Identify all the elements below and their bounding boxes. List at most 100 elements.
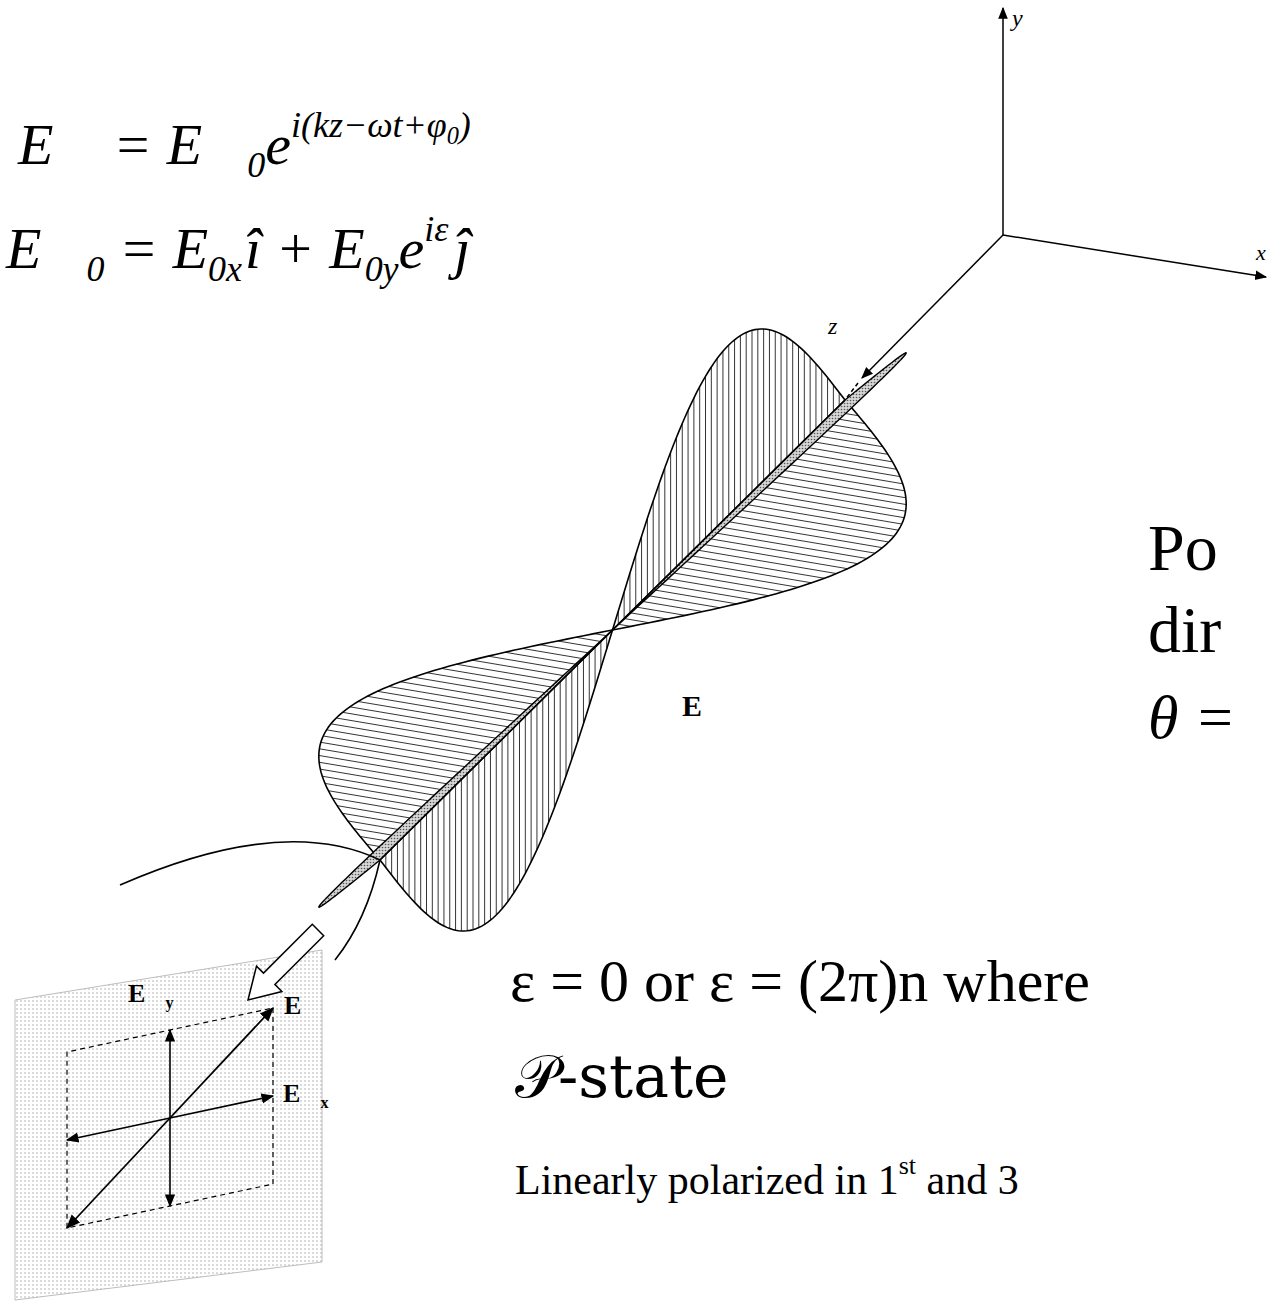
- hatch-line: [636, 607, 685, 615]
- equation-line: E⃗0= E0xî + E0yeiεĵ: [6, 208, 470, 291]
- hatch-line: [723, 521, 883, 548]
- hatch-line: [432, 808, 433, 918]
- tail-curve: [120, 842, 380, 885]
- hatch-line: [752, 492, 904, 518]
- hatch-line: [496, 745, 497, 915]
- hatch-line: [331, 724, 491, 751]
- hatch-line: [358, 701, 514, 727]
- hatch-line: [688, 555, 824, 578]
- slide-text: Linearly polarized in 1: [515, 1157, 899, 1203]
- propagation-axis: [380, 400, 845, 860]
- hatch-line: [624, 619, 649, 623]
- hatch-line: [659, 584, 753, 600]
- hatch-line: [630, 613, 667, 619]
- hatch-line: [505, 652, 578, 664]
- hatch-line: [682, 561, 811, 583]
- hatch-line: [319, 762, 455, 785]
- slide-text: 𝒫-state: [515, 1040, 729, 1112]
- hatch-line: [833, 385, 834, 412]
- hatch-line: [385, 854, 386, 867]
- equation-term: E⃗: [6, 216, 87, 281]
- hatch-line: [583, 659, 584, 724]
- hatch-line: [576, 637, 601, 641]
- tail-curve: [335, 860, 380, 960]
- hatch-line: [653, 501, 654, 590]
- hatch-line: [815, 364, 816, 429]
- hatch-line: [484, 757, 485, 925]
- hatch-line: [427, 673, 549, 694]
- equation-line: E⃗ = E⃗0ei(kz−ωt+φ0): [18, 104, 471, 187]
- hatch-line: [536, 705, 537, 850]
- hollow-arrow: [248, 924, 324, 1000]
- vector-label: E⃗x: [283, 1078, 329, 1112]
- hatch-line: [711, 367, 712, 532]
- hatch-line: [319, 749, 467, 774]
- hatch-line: [426, 814, 427, 914]
- slide-text: and 3: [927, 1157, 1019, 1203]
- wave: [319, 329, 906, 931]
- hatch-line: [629, 573, 630, 613]
- hatch-line: [589, 653, 590, 706]
- hatch-line: [757, 329, 758, 486]
- hatch-line: [775, 331, 776, 469]
- hatch-line: [336, 718, 496, 745]
- axis-label: y: [1012, 4, 1023, 33]
- hatch-line: [763, 329, 764, 480]
- hatch-line: [456, 664, 560, 682]
- equation-term: ): [459, 105, 471, 145]
- hatch-line: [798, 346, 799, 446]
- hatch-line: [343, 712, 503, 739]
- y-component: [380, 329, 845, 931]
- hatch-line: [711, 532, 867, 558]
- hatch-line: [705, 376, 706, 538]
- hatch-line: [401, 682, 537, 705]
- hatch-line: [443, 797, 444, 926]
- resultant: [319, 353, 906, 907]
- equation-term: e: [399, 216, 425, 281]
- hatch-line: [328, 791, 432, 809]
- hatch-line: [810, 357, 811, 434]
- hatch-line: [420, 820, 421, 909]
- hatch-line: [758, 486, 906, 511]
- wave-curve: [380, 630, 613, 931]
- hatch-line: [472, 660, 566, 676]
- hatch-line: [781, 463, 903, 484]
- hatch-line: [323, 736, 479, 762]
- hatch-line: [554, 688, 555, 808]
- vector-label: E⃗: [283, 1079, 321, 1108]
- hatch-line: [519, 722, 520, 884]
- hatch-line: [694, 550, 837, 574]
- hatch-line: [438, 803, 439, 923]
- equation-term: 0: [87, 249, 105, 289]
- hatch-line: [659, 484, 660, 584]
- hatch-line: [502, 739, 503, 908]
- resultant-lobe: [613, 353, 907, 630]
- hatch-line: [525, 716, 526, 873]
- hatch-line: [461, 780, 462, 931]
- equation-term: 0x: [208, 249, 242, 289]
- hatch-line: [397, 843, 398, 883]
- hatch-line: [488, 656, 572, 670]
- ex-arrow: [67, 1118, 170, 1140]
- hatch-line: [624, 592, 625, 619]
- hatch-line: [337, 806, 421, 820]
- x-axis: [1003, 235, 1266, 277]
- inset-panel: [15, 950, 322, 1300]
- wave-tail: [120, 842, 380, 960]
- hatch-line: [566, 676, 567, 776]
- hatch-line: [706, 538, 858, 564]
- slide-text: θ =: [1148, 680, 1236, 754]
- hatch-line: [403, 837, 404, 890]
- e-arrow: [67, 1118, 170, 1228]
- hatch-line: [642, 601, 703, 611]
- hatch-line: [391, 849, 392, 876]
- hatch-line: [752, 330, 753, 492]
- wave-curve: [613, 329, 846, 630]
- hatch-line: [320, 769, 449, 791]
- dashed-box: [67, 1008, 273, 1228]
- hatch-line: [676, 437, 677, 566]
- hatch-line: [577, 665, 578, 742]
- equation-term: = E: [119, 216, 208, 281]
- hatch-line: [377, 691, 525, 716]
